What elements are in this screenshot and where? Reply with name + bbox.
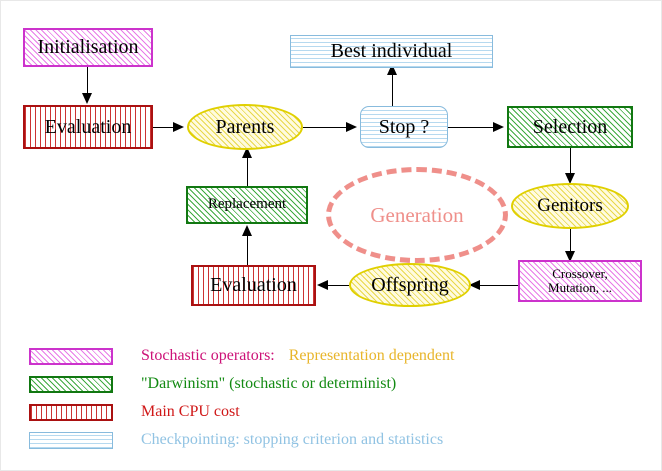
node-evaluation-top-label: Evaluation — [44, 115, 132, 138]
node-crossover-mutation-label-line1: Crossover, — [552, 266, 608, 282]
edge-genitors-to-crossover — [570, 229, 571, 255]
edge-stop-to-selection — [448, 127, 497, 128]
edge-evaluation-to-parents-arrowhead — [173, 122, 184, 132]
legend-label-main-cpu-cost: Main CPU cost — [141, 403, 240, 420]
legend-row-main-cpu-cost: Main CPU cost — [29, 401, 240, 423]
node-parents[interactable]: Parents — [187, 104, 303, 150]
legend-row-checkpointing: Checkpointing: stopping criterion and st… — [29, 429, 443, 451]
edge-offspring-to-evaluation — [326, 285, 349, 286]
node-offspring-label: Offspring — [371, 273, 449, 296]
node-stop[interactable]: Stop ? — [360, 106, 448, 148]
legend-row-stochastic-operators: Stochastic operators: Representation depe… — [29, 345, 454, 367]
node-evaluation-bottom-label: Evaluation — [210, 274, 297, 296]
edge-parents-to-stop-arrowhead — [346, 122, 357, 132]
edge-stop-to-best-individual — [392, 71, 393, 107]
edge-genitors-to-crossover-arrowhead — [565, 251, 575, 262]
node-crossover-mutation-label-line2: Mutation, ... — [548, 280, 612, 295]
node-replacement-label: Replacement — [207, 196, 287, 213]
edge-stop-to-best-individual-arrowhead — [387, 64, 397, 75]
node-parents-label: Parents — [215, 115, 275, 138]
node-stop-label: Stop ? — [378, 115, 430, 138]
legend-swatch-blue-horizontal-lines-icon — [29, 431, 113, 449]
legend-label-checkpointing: Checkpointing: stopping criterion and st… — [141, 431, 444, 448]
legend-label-representation-dependent: Representation dependent — [288, 347, 455, 364]
node-offspring[interactable]: Offspring — [349, 263, 471, 307]
edge-parents-to-stop — [303, 127, 350, 128]
node-generation-label: Generation — [370, 202, 464, 227]
legend-swatch-magenta-diagonal-hatch-icon — [29, 347, 113, 365]
node-selection[interactable]: Selection — [507, 106, 633, 148]
edge-replacement-to-parents-arrowhead — [242, 147, 252, 158]
legend-swatch-red-vertical-hatch-icon — [29, 403, 113, 421]
edge-stop-to-selection-arrowhead — [493, 122, 504, 132]
node-selection-label: Selection — [532, 115, 608, 138]
edge-selection-to-genitors-arrowhead — [565, 173, 575, 184]
edge-replacement-to-parents — [247, 156, 248, 186]
legend-label-stochastic-operators-main: Stochastic operators: — [141, 347, 275, 364]
node-generation-loop: Generation — [326, 167, 508, 263]
edge-offspring-to-evaluation-arrowhead — [317, 280, 328, 290]
legend-label-stochastic-operators: Stochastic operators: Representation depe… — [141, 347, 454, 365]
edge-crossover-to-offspring — [478, 285, 518, 286]
edge-evaluation-to-replacement-arrowhead — [242, 225, 252, 236]
node-initialisation-label: Initialisation — [37, 36, 139, 58]
node-evaluation-bottom[interactable]: Evaluation — [191, 265, 316, 306]
legend-swatch-green-diagonal-hatch-icon — [29, 375, 113, 393]
legend-label-darwinism: "Darwinism" (stochastic or determinist) — [141, 375, 397, 392]
edge-crossover-to-offspring-arrowhead — [469, 280, 480, 290]
node-crossover-mutation[interactable]: Crossover, Mutation, ... — [518, 260, 642, 302]
node-best-individual[interactable]: Best individual — [290, 35, 493, 68]
edge-initialisation-to-evaluation-arrowhead — [82, 93, 92, 104]
edge-evaluation-to-replacement — [247, 233, 248, 265]
node-genitors-label: Genitors — [537, 195, 603, 217]
node-replacement[interactable]: Replacement — [186, 186, 308, 224]
node-initialisation[interactable]: Initialisation — [23, 28, 153, 67]
edge-evaluation-to-parents — [153, 127, 177, 128]
edge-selection-to-genitors — [570, 148, 571, 177]
node-evaluation-top[interactable]: Evaluation — [23, 105, 153, 149]
edge-initialisation-to-evaluation — [87, 67, 88, 95]
node-best-individual-label: Best individual — [330, 40, 453, 62]
node-genitors[interactable]: Genitors — [511, 183, 629, 229]
legend-row-darwinism: "Darwinism" (stochastic or determinist) — [29, 373, 396, 395]
